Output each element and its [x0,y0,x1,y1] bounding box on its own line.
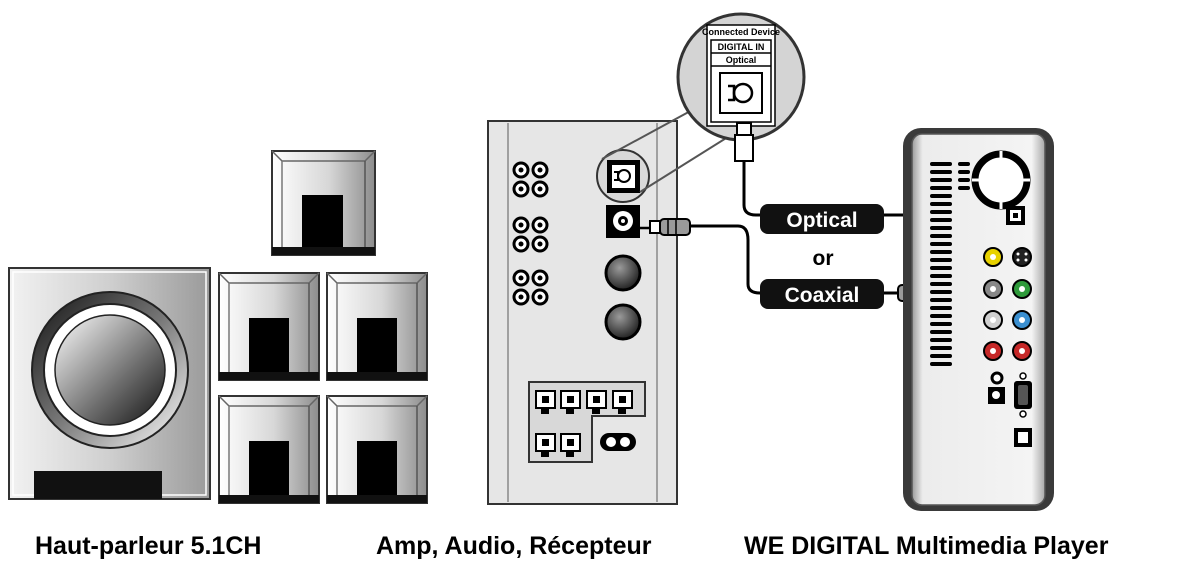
vent-grille [930,162,970,366]
zoom-label-title: Connected Device [702,27,780,37]
player-caption: WE DIGITAL Multimedia Player [744,532,1109,560]
amp-knob[interactable] [604,303,642,341]
av-output-jacks[interactable] [983,247,1032,361]
amp-optical-in-port[interactable] [596,149,650,203]
center-speaker [271,150,376,256]
power-socket [600,433,636,451]
zoom-label-port-name: Optical [726,55,757,65]
coaxial-label-text: Coaxial [785,284,860,307]
satellite-speaker [218,272,320,381]
speaker-system [8,150,428,504]
amp-coaxial-in-port[interactable] [606,205,640,238]
speakers-caption: Haut-parleur 5.1CH [35,532,262,560]
satellite-speaker [326,395,428,504]
amplifier-receiver [487,120,678,505]
optical-label: Optical [760,204,884,234]
player-optical-out-port[interactable] [1006,206,1025,225]
optical-port-icon [719,72,763,114]
subwoofer [8,267,211,500]
optical-label-text: Optical [786,209,857,232]
power-port[interactable] [988,387,1005,404]
dc-in-port[interactable] [990,371,1004,385]
coaxial-label: Coaxial [760,279,884,309]
speaker-terminal-block [528,381,646,463]
fan-icon [971,150,1031,210]
media-player [903,128,1054,511]
satellite-speaker [218,395,320,504]
satellite-speaker [326,272,428,381]
amp-knob[interactable] [604,254,642,292]
zoom-callout: Connected Device DIGITAL IN Optical [601,12,806,193]
or-label: or [813,247,834,270]
zoom-label-port-type: DIGITAL IN [718,42,765,52]
vga-port[interactable] [1014,372,1032,418]
usb-port[interactable] [1014,428,1032,447]
amp-caption: Amp, Audio, Récepteur [376,532,652,560]
